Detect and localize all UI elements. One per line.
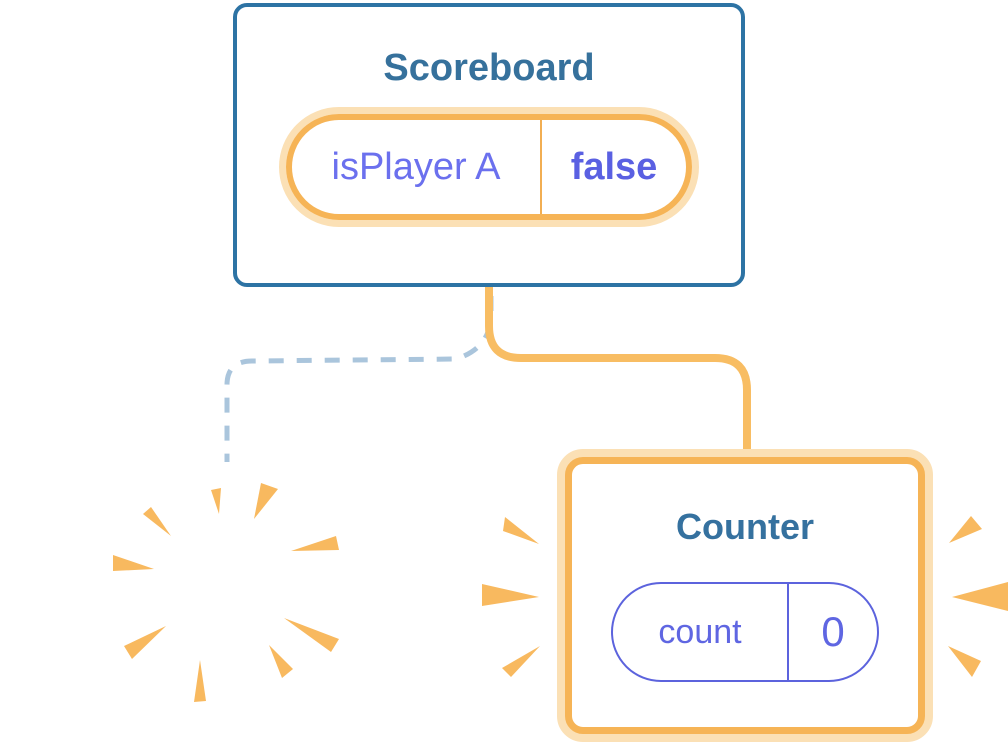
scoreboard-title: Scoreboard (383, 47, 595, 89)
connector-dashed (224, 296, 494, 462)
scoreboard-state-divider (540, 120, 542, 214)
doomed-card (87, 457, 366, 723)
scoreboard-state-pill: isPlayer A false (279, 107, 699, 227)
counter-title: Counter (676, 506, 814, 547)
counter-state-key-cell: count (613, 584, 787, 680)
counter-state-key: count (658, 612, 742, 651)
scoreboard-card: Scoreboard isPlayer A false (233, 3, 745, 287)
scoreboard-state-pill-inner: isPlayer A false (286, 114, 692, 220)
scoreboard-state-key: isPlayer A (331, 145, 501, 188)
scoreboard-state-value: false (570, 145, 658, 188)
counter-state-value: 0 (821, 608, 845, 655)
emphasis-burst-left-icon (482, 517, 540, 677)
counter-state-divider (787, 584, 789, 680)
counter-state-value-cell: 0 (789, 584, 877, 680)
poof-burst-icon (113, 483, 339, 702)
counter-state-pill: count 0 (611, 582, 879, 682)
scoreboard-state-key-cell: isPlayer A (292, 120, 540, 214)
connector-solid (485, 282, 751, 456)
scoreboard-state-value-cell: false (542, 120, 686, 214)
counter-card: Counter count 0 (557, 449, 933, 742)
counter-card-inner: Counter count 0 (565, 457, 925, 734)
emphasis-burst-right-icon (948, 516, 1008, 677)
